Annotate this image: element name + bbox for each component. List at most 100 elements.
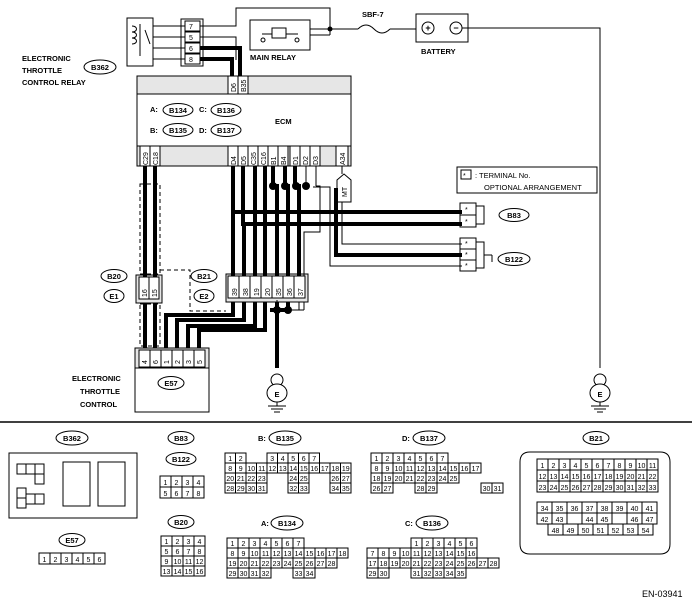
mt-label: MT (342, 186, 349, 197)
pin-number: 31 (627, 485, 635, 492)
b21-pin: 20 (265, 288, 272, 296)
pin-number: 27 (583, 485, 591, 492)
pin-number: 4 (281, 456, 285, 463)
view-b20-oval: B20 (174, 518, 188, 527)
battery-minus: − (453, 23, 458, 33)
pin-number: 22 (649, 474, 657, 481)
ground-symbol: E (589, 373, 611, 413)
view-b21-oval: B21 (589, 434, 603, 443)
splice-dot (284, 306, 292, 314)
figure-code: EN-03941 (642, 589, 683, 599)
pin-number: 1 (228, 456, 232, 463)
b21-pin: 39 (232, 288, 239, 296)
pin-number: 11 (406, 466, 413, 473)
pin-number: 12 (273, 551, 281, 558)
battery-label: BATTERY (421, 47, 456, 56)
pin-number: 46 (631, 517, 639, 524)
pin-number: 3 (437, 541, 441, 548)
pin-number: 14 (295, 551, 303, 558)
pin-number: 20 (402, 561, 410, 568)
pin-number: 4 (198, 539, 202, 546)
connector-b134-oval: B134 (169, 106, 188, 115)
ecm-d-prefix: D: (199, 126, 207, 135)
b83-pin: * (465, 207, 468, 214)
pin-cell (377, 567, 390, 579)
pin-number: 31 (494, 486, 502, 493)
ecm-b-prefix: B: (150, 126, 158, 135)
pin-number: 5 (459, 541, 463, 548)
pin-number: 17 (594, 474, 602, 481)
pin-number: 24 (550, 485, 558, 492)
pin-number: 2 (54, 557, 58, 564)
pin-number: 15 (457, 551, 465, 558)
pin-number: 15 (306, 551, 314, 558)
relay-pin: 5 (189, 35, 193, 42)
pin-number: 5 (164, 491, 168, 498)
pin-number: 17 (328, 551, 336, 558)
connector-e57-oval: E57 (164, 379, 177, 388)
pin-number: 49 (567, 528, 575, 535)
pin-number: 16 (583, 474, 591, 481)
splice-dot (269, 182, 277, 190)
connector-b20: 16 15 (135, 274, 163, 304)
etc-label-1: ELECTRONIC (72, 374, 121, 383)
pin-number: 33 (295, 571, 303, 578)
pin-number: 8 (382, 551, 386, 558)
pin-number: 1 (231, 541, 235, 548)
e57-pin: 4 (142, 360, 149, 364)
ground-label: E (274, 390, 279, 399)
b21-pin: 19 (254, 288, 261, 296)
pin-number: 2 (239, 456, 243, 463)
e57-pin: 1 (164, 360, 171, 364)
pin-number: 9 (239, 466, 243, 473)
b21-pin: 37 (298, 288, 305, 296)
relay-pin: 8 (189, 57, 193, 64)
pin-number: 22 (247, 476, 255, 483)
pin-number: 33 (435, 571, 443, 578)
pin-number: 6 (98, 557, 102, 564)
splice-dot (327, 26, 333, 32)
pin-number: 26 (468, 561, 476, 568)
connector-e2-oval: E2 (199, 292, 208, 301)
pin-number: 11 (258, 466, 265, 473)
pin-number: 36 (571, 506, 579, 513)
pin-number: 12 (268, 466, 276, 473)
pin-cell (336, 547, 349, 559)
ecm-pin-c18: C18 (153, 152, 160, 165)
pin-number: 4 (197, 480, 201, 487)
pin-number: 29 (229, 571, 237, 578)
pin-number: 33 (300, 486, 308, 493)
pin-number: 21 (638, 474, 646, 481)
pin-number: 10 (247, 466, 255, 473)
connector-b135-oval: B135 (169, 126, 187, 135)
e57-pin: 6 (153, 360, 160, 364)
pin-number: 3 (65, 557, 69, 564)
pin-number: 10 (251, 551, 259, 558)
view-b136-oval: B136 (423, 519, 441, 528)
pin-number: 16 (196, 569, 204, 576)
pin-number: 35 (457, 571, 465, 578)
pin-number: 43 (556, 517, 564, 524)
pin-number: 1 (43, 557, 47, 564)
pin-number: 20 (627, 474, 635, 481)
pin-number: 23 (428, 476, 436, 483)
pin-number: 16 (468, 551, 476, 558)
pin-number: 14 (289, 466, 297, 473)
e57-pin: 2 (175, 360, 182, 364)
view-b134-prefix: A: (261, 519, 269, 528)
b122-pin: * (465, 252, 468, 259)
pin-number: 42 (541, 517, 549, 524)
b21-pin: 38 (243, 288, 250, 296)
pin-number: 16 (461, 466, 469, 473)
pin-number: 26 (373, 486, 381, 493)
pin-number: 23 (539, 485, 547, 492)
view-b135-oval: B135 (276, 434, 294, 443)
pin-number: 10 (395, 466, 403, 473)
pin-number: 19 (229, 561, 237, 568)
connector-b137-oval: B137 (217, 126, 235, 135)
pin-number: 6 (596, 463, 600, 470)
